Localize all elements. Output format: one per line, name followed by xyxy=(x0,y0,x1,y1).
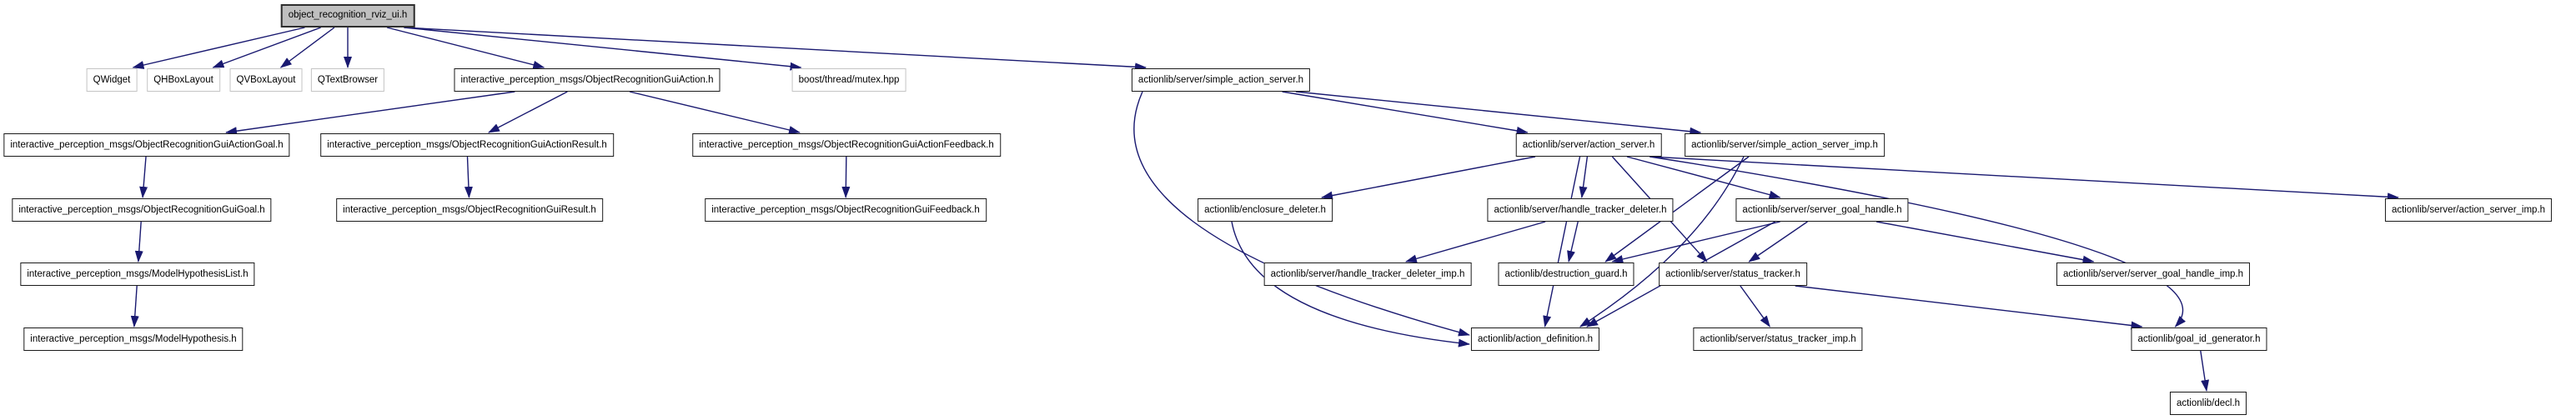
edge-action_server-action_definition xyxy=(1543,156,1581,328)
node-model_hyp_list[interactable]: interactive_perception_msgs/ModelHypothe… xyxy=(20,262,255,286)
node-gui_goal[interactable]: interactive_perception_msgs/ObjectRecogn… xyxy=(12,198,272,222)
edge-gui_action-gui_action_feedback xyxy=(629,91,801,134)
node-handle_tracker_deleter_imp[interactable]: actionlib/server/handle_tracker_deleter_… xyxy=(1263,262,1472,286)
node-status_tracker[interactable]: actionlib/server/status_tracker.h xyxy=(1659,262,1807,286)
node-root: object_recognition_rviz_ui.h xyxy=(280,4,415,28)
node-handle_tracker_deleter[interactable]: actionlib/server/handle_tracker_deleter.… xyxy=(1487,198,1674,222)
node-label: actionlib/server/server_goal_handle_imp.… xyxy=(2062,269,2244,279)
node-gui_action_result[interactable]: interactive_perception_msgs/ObjectRecogn… xyxy=(320,133,614,157)
node-label: actionlib/server/simple_action_server_im… xyxy=(1691,140,1878,150)
edge-sas-action_server xyxy=(1282,91,1529,135)
node-label: actionlib/server/handle_tracker_deleter.… xyxy=(1494,205,1667,215)
node-label: actionlib/server/server_goal_handle.h xyxy=(1742,205,1902,215)
node-gui_result[interactable]: interactive_perception_msgs/ObjectRecogn… xyxy=(336,198,603,222)
edge-sas-action_definition xyxy=(1133,91,1470,337)
node-action_definition[interactable]: actionlib/action_definition.h xyxy=(1470,328,1600,351)
node-label: actionlib/server/action_server.h xyxy=(1522,140,1655,150)
node-label: actionlib/server/status_tracker_imp.h xyxy=(1700,334,1856,344)
edge-enclosure_deleter-action_definition xyxy=(1231,221,1470,348)
node-label: actionlib/server/status_tracker.h xyxy=(1665,269,1800,279)
node-qtext: QTextBrowser xyxy=(310,68,385,92)
node-label: interactive_perception_msgs/ObjectRecogn… xyxy=(711,205,980,215)
node-sas_imp[interactable]: actionlib/server/simple_action_server_im… xyxy=(1685,133,1885,157)
node-label: interactive_perception_msgs/ObjectRecogn… xyxy=(699,140,994,150)
node-label: actionlib/server/handle_tracker_deleter_… xyxy=(1270,269,1465,279)
node-label: interactive_perception_msgs/ObjectRecogn… xyxy=(327,140,607,150)
node-gui_action_feedback[interactable]: interactive_perception_msgs/ObjectRecogn… xyxy=(692,133,1001,157)
node-label: QTextBrowser xyxy=(317,75,379,85)
node-status_tracker_imp[interactable]: actionlib/server/status_tracker_imp.h xyxy=(1693,328,1863,351)
edge-sas_imp-destruction_guard xyxy=(1604,156,1750,262)
edge-sas-sas_imp xyxy=(1295,91,1702,136)
edge-action_server-server_goal_handle xyxy=(1626,156,1781,199)
node-label: boost/thread/mutex.hpp xyxy=(798,75,900,85)
edge-gui_goal-model_hyp_list xyxy=(134,221,143,262)
node-label: actionlib/server/simple_action_server.h xyxy=(1137,75,1304,85)
node-qhbox: QHBoxLayout xyxy=(147,68,220,92)
edge-server_goal_handle-status_tracker xyxy=(1748,221,1808,262)
edge-handle_tracker_deleter-handle_tracker_deleter_imp xyxy=(1404,221,1546,263)
edge-root-gui_action xyxy=(386,27,545,69)
node-goal_id_generator[interactable]: actionlib/goal_id_generator.h xyxy=(2131,328,2267,351)
edge-root-qwidget xyxy=(132,27,305,69)
edge-action_server-action_server_imp xyxy=(1650,156,2399,202)
node-label: actionlib/action_definition.h xyxy=(1477,334,1594,344)
edge-goal_id_generator-decl xyxy=(2200,350,2210,392)
edge-server_goal_handle-server_goal_handle_imp xyxy=(1876,221,2095,264)
edge-root-mutex xyxy=(404,27,802,71)
node-label: actionlib/decl.h xyxy=(2176,398,2241,408)
edge-root-qvbox xyxy=(279,27,335,68)
node-gui_action_goal[interactable]: interactive_perception_msgs/ObjectRecogn… xyxy=(3,133,290,157)
node-label: interactive_perception_msgs/ObjectRecogn… xyxy=(10,140,284,150)
edge-handle_tracker_deleter-destruction_guard xyxy=(1567,221,1579,262)
node-label: interactive_perception_msgs/ObjectRecogn… xyxy=(343,205,596,215)
edge-server_goal_handle-destruction_guard xyxy=(1611,221,1780,263)
node-label: actionlib/enclosure_deleter.h xyxy=(1204,205,1326,215)
node-label: interactive_perception_msgs/ModelHypothe… xyxy=(27,269,249,279)
node-gui_action[interactable]: interactive_perception_msgs/ObjectRecogn… xyxy=(454,68,721,92)
node-label: interactive_perception_msgs/ObjectRecogn… xyxy=(460,75,714,85)
node-label: interactive_perception_msgs/ModelHypothe… xyxy=(30,334,237,344)
edge-gui_action-gui_action_result xyxy=(488,91,568,133)
edge-model_hyp_list-model_hyp xyxy=(130,285,139,328)
node-decl[interactable]: actionlib/decl.h xyxy=(2169,392,2247,415)
node-label: object_recognition_rviz_ui.h xyxy=(288,10,408,20)
node-server_goal_handle_imp[interactable]: actionlib/server/server_goal_handle_imp.… xyxy=(2056,262,2251,286)
node-label: interactive_perception_msgs/ObjectRecogn… xyxy=(18,205,265,215)
edge-action_server-enclosure_deleter xyxy=(1320,156,1536,200)
node-destruction_guard[interactable]: actionlib/destruction_guard.h xyxy=(1498,262,1634,286)
edge-gui_action_goal-gui_goal xyxy=(139,156,148,198)
node-mutex: boost/thread/mutex.hpp xyxy=(791,68,906,92)
node-enclosure_deleter[interactable]: actionlib/enclosure_deleter.h xyxy=(1198,198,1333,222)
node-action_server[interactable]: actionlib/server/action_server.h xyxy=(1515,133,1662,157)
node-qvbox: QVBoxLayout xyxy=(229,68,303,92)
edge-root-qhbox xyxy=(212,27,321,68)
edge-sas_imp-action_definition xyxy=(1579,156,1745,328)
edge-action_server-handle_tracker_deleter xyxy=(1579,156,1589,198)
node-sas[interactable]: actionlib/server/simple_action_server.h xyxy=(1131,68,1311,92)
edge-gui_action-gui_action_goal xyxy=(225,91,515,136)
node-label: actionlib/destruction_guard.h xyxy=(1504,269,1628,279)
node-model_hyp[interactable]: interactive_perception_msgs/ModelHypothe… xyxy=(23,328,244,351)
edge-status_tracker-status_tracker_imp xyxy=(1740,285,1770,328)
node-label: actionlib/goal_id_generator.h xyxy=(2137,334,2261,344)
edge-status_tracker-goal_id_generator xyxy=(1795,285,2143,330)
edge-action_server-goal_id_generator xyxy=(1650,156,2186,328)
node-label: QWidget xyxy=(93,75,131,85)
node-gui_feedback[interactable]: interactive_perception_msgs/ObjectRecogn… xyxy=(705,198,987,222)
edge-gui_action_result-gui_result xyxy=(464,156,473,198)
node-qwidget: QWidget xyxy=(86,68,138,92)
edge-root-sas xyxy=(404,27,1147,72)
node-label: QVBoxLayout xyxy=(236,75,296,85)
node-action_server_imp[interactable]: actionlib/server/action_server_imp.h xyxy=(2384,198,2553,222)
node-label: actionlib/server/action_server_imp.h xyxy=(2391,205,2546,215)
node-label: QHBoxLayout xyxy=(153,75,213,85)
node-server_goal_handle[interactable]: actionlib/server/server_goal_handle.h xyxy=(1735,198,1909,222)
